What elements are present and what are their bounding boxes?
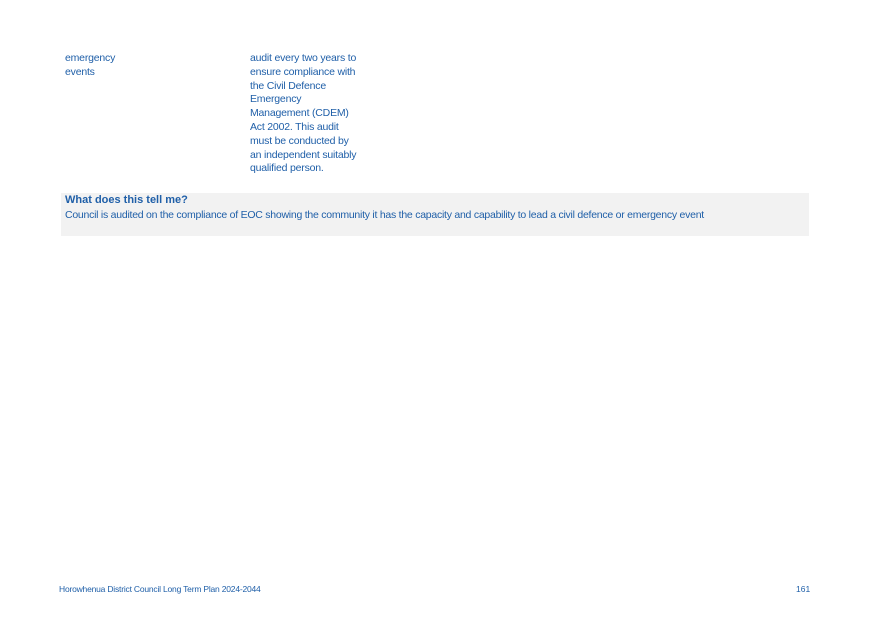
explanation-box: What does this tell me? Council is audit… bbox=[61, 193, 809, 236]
footer-page-number: 161 bbox=[796, 584, 811, 594]
target-cell: audit every two years to ensure complian… bbox=[250, 52, 380, 176]
explanation-heading: What does this tell me? bbox=[65, 194, 188, 206]
target-line: must be conducted by bbox=[250, 134, 349, 147]
target-line: qualified person. bbox=[250, 162, 324, 175]
footer-document-title: Horowhenua District Council Long Term Pl… bbox=[59, 584, 261, 594]
target-line: audit every two years to bbox=[250, 52, 357, 64]
target-line: an independent suitably bbox=[250, 148, 357, 161]
target-line: Emergency bbox=[250, 93, 302, 106]
target-line: the Civil Defence bbox=[250, 79, 326, 92]
target-line: ensure compliance with bbox=[250, 65, 356, 78]
measure-line: events bbox=[65, 65, 95, 78]
measure-line: emergency bbox=[65, 52, 116, 64]
target-line: Act 2002. This audit bbox=[250, 120, 339, 133]
explanation-text: Council is audited on the compliance of … bbox=[65, 209, 704, 221]
target-line: Management (CDEM) bbox=[250, 107, 349, 120]
measure-cell: emergency events bbox=[65, 52, 185, 80]
